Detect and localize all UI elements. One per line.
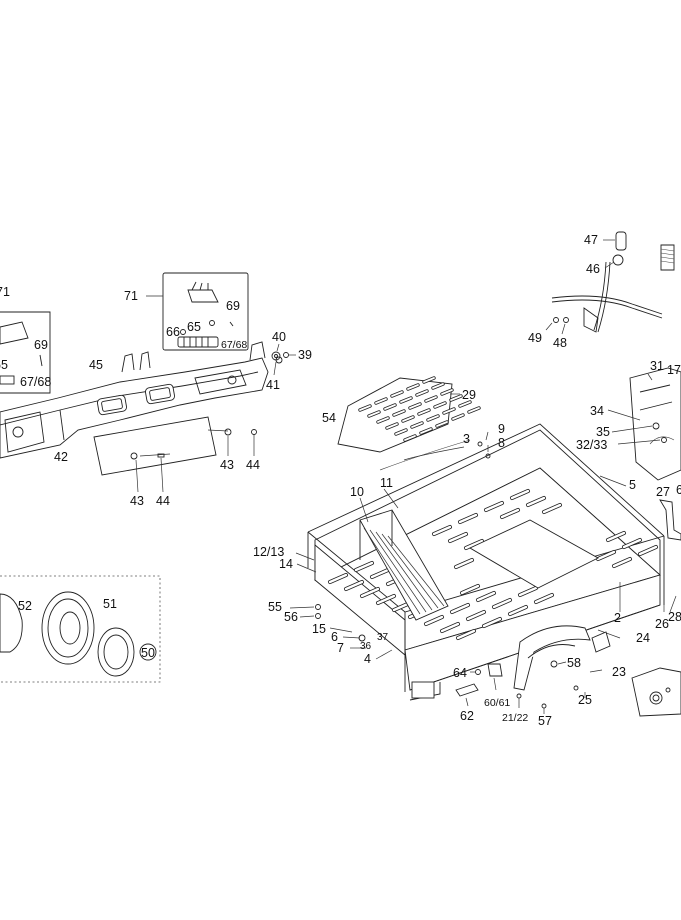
label-17: 17: [667, 363, 681, 377]
label-69: 69: [226, 299, 240, 313]
label-41: 41: [266, 378, 280, 392]
light-detail-inset-left: [0, 311, 51, 394]
label-46: 46: [586, 262, 600, 276]
label-3: 3: [463, 432, 470, 446]
label-43-upper: 43: [220, 458, 234, 472]
label-28: 28: [668, 610, 681, 624]
label-7: 7: [337, 641, 344, 655]
label-71: 71: [124, 289, 138, 303]
label-48: 48: [553, 336, 567, 350]
label-8: 8: [498, 436, 505, 450]
label-50: 50: [141, 646, 155, 660]
label-2: 2: [614, 611, 621, 625]
label-35: 35: [596, 425, 610, 439]
light-detail-inset-71: [146, 272, 249, 351]
label-6: 6: [331, 630, 338, 644]
side-panel-right: [607, 367, 681, 481]
label-45: 45: [89, 358, 103, 372]
label-6-right: 6: [676, 483, 681, 497]
label-67-68: 67/68: [221, 339, 247, 351]
tail-light-housing: [631, 667, 681, 717]
label-43-lower: 43: [130, 494, 144, 508]
label-36: 36: [360, 641, 372, 652]
label-52: 52: [18, 599, 32, 613]
label-23: 23: [612, 665, 626, 679]
label-54: 54: [322, 411, 336, 425]
label-12-13: 12/13: [253, 545, 284, 559]
label-66: 66: [166, 325, 180, 339]
label-44-upper: 44: [246, 458, 260, 472]
label-27: 27: [656, 485, 670, 499]
screws-43-44: [130, 428, 257, 493]
side-rail-27: [659, 499, 681, 541]
label-39: 39: [298, 348, 312, 362]
label-34: 34: [590, 404, 604, 418]
label-32-33: 32/33: [576, 438, 607, 452]
label-11: 11: [380, 476, 393, 490]
label-25: 25: [578, 693, 592, 707]
label-40: 40: [272, 330, 286, 344]
label-9: 9: [498, 422, 505, 436]
support-bracket-assembly: [545, 231, 675, 335]
label-71-left: 71: [0, 285, 10, 299]
label-64: 64: [453, 666, 467, 680]
label-65-left: 65: [0, 358, 8, 372]
part-labels: 71 71 69 69 66 65 65 67/68 67/68 45 42 4…: [0, 233, 681, 728]
rear-bumper-assembly: [0, 341, 269, 459]
wheel-assembly-box: [0, 575, 161, 683]
fastener-group-40-41: [271, 343, 296, 376]
latch-parts-60-64: [455, 663, 503, 707]
rear-fender: [513, 625, 611, 714]
label-37: 37: [377, 632, 389, 643]
label-51: 51: [103, 597, 117, 611]
label-65: 65: [187, 320, 201, 334]
label-60-61: 60/61: [484, 697, 510, 709]
label-44-lower: 44: [156, 494, 170, 508]
label-57: 57: [538, 714, 552, 728]
label-14: 14: [279, 557, 293, 571]
label-5: 5: [629, 478, 636, 492]
label-4: 4: [364, 652, 371, 666]
floor-mat: [337, 376, 481, 453]
label-58: 58: [567, 656, 581, 670]
label-55: 55: [268, 600, 282, 614]
label-42: 42: [54, 450, 68, 464]
label-10: 10: [350, 485, 364, 499]
label-29: 29: [462, 388, 476, 402]
label-21-22: 21/22: [502, 712, 528, 724]
label-49: 49: [528, 331, 542, 345]
label-67-68-left: 67/68: [20, 375, 51, 389]
label-69-left: 69: [34, 338, 48, 352]
bed-leader-lines: [289, 431, 677, 660]
license-plate-panel: [93, 416, 229, 476]
label-62: 62: [460, 709, 474, 723]
label-31: 31: [650, 359, 664, 373]
label-56: 56: [284, 610, 298, 624]
cargo-bed: [307, 423, 665, 701]
label-24: 24: [636, 631, 650, 645]
label-47: 47: [584, 233, 598, 247]
label-26: 26: [655, 617, 669, 631]
label-15: 15: [312, 622, 326, 636]
